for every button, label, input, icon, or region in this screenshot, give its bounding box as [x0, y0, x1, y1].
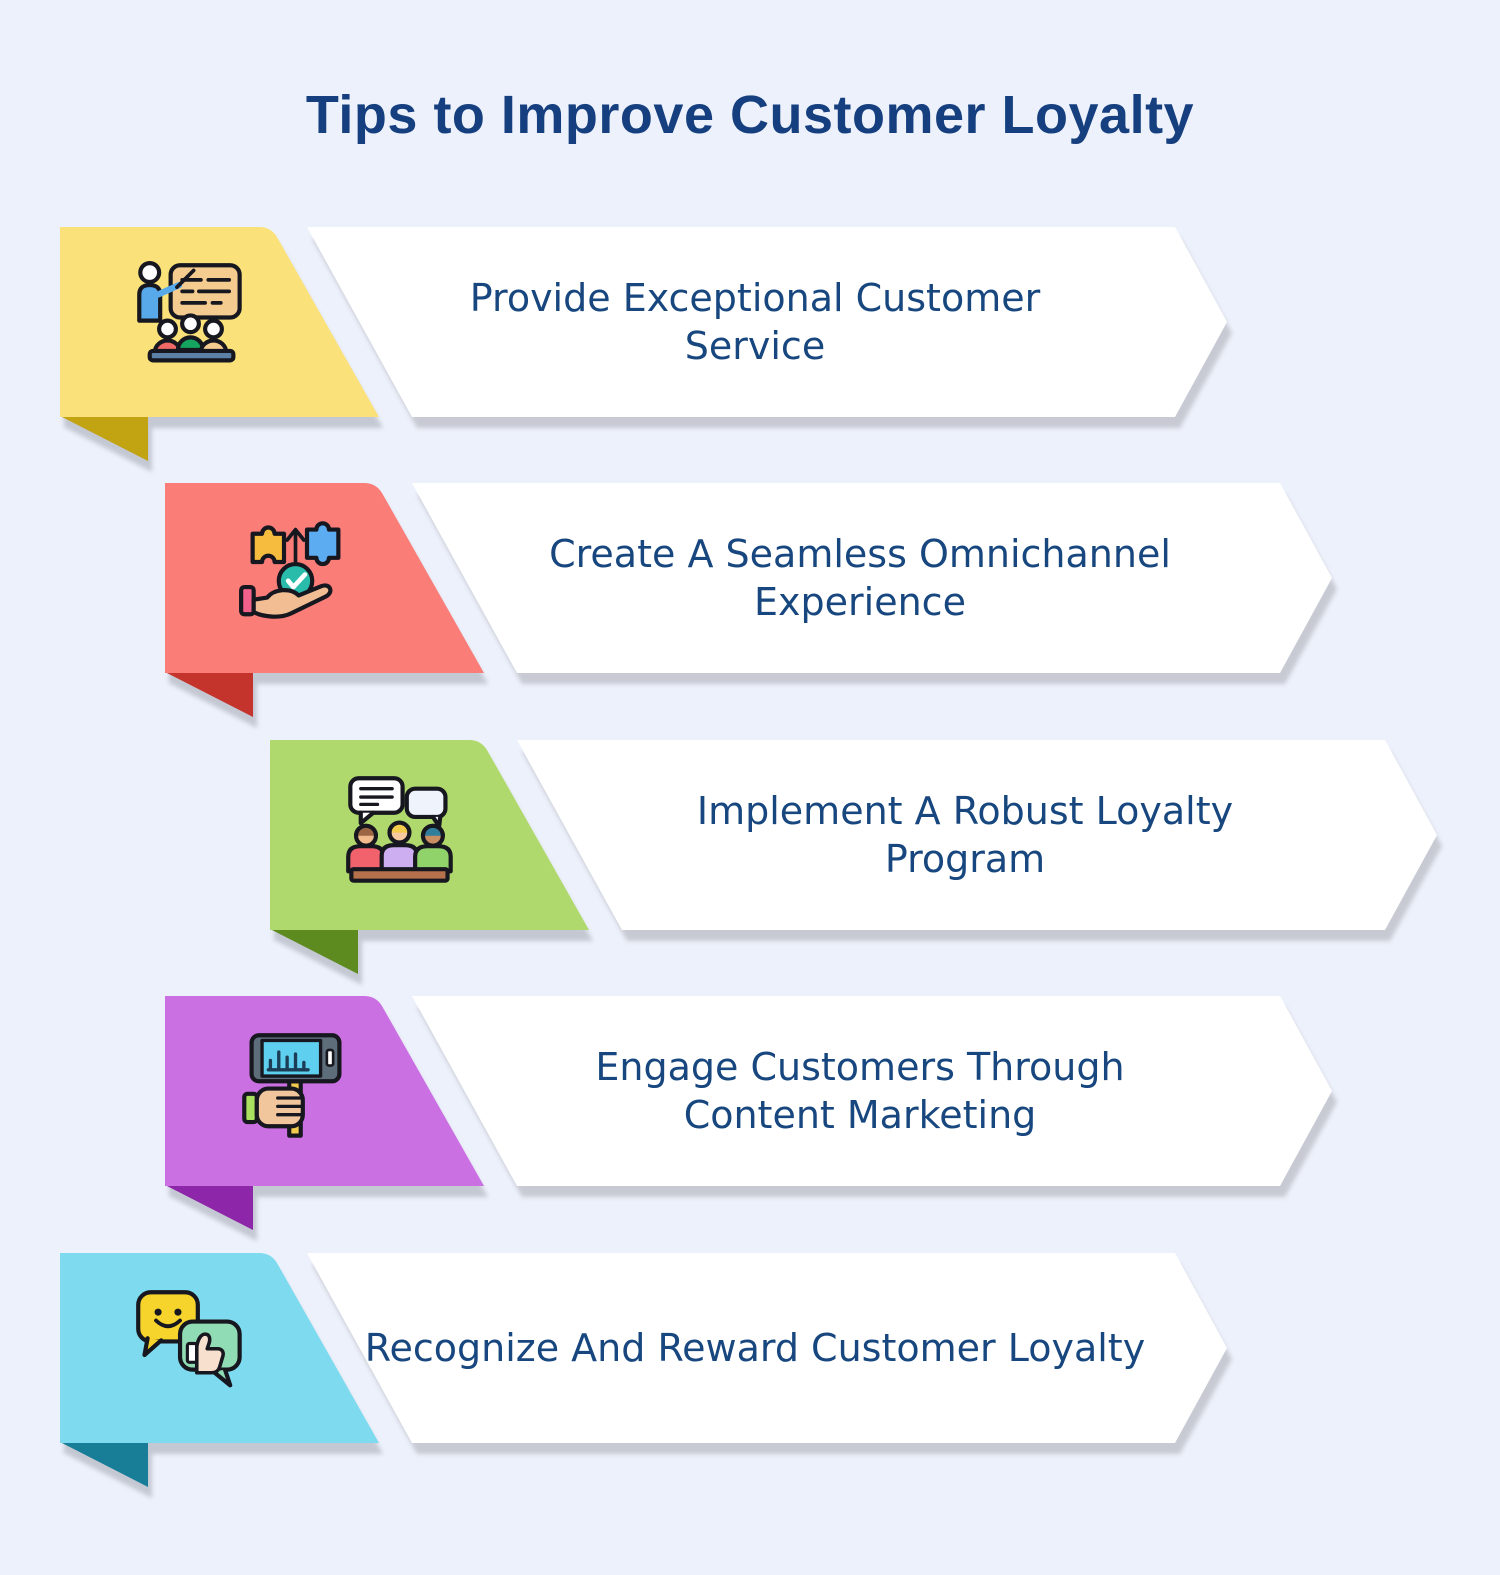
feedback-thumbs-up-icon: [133, 1286, 248, 1401]
tip-line1: Implement A Robust Loyalty: [696, 789, 1234, 833]
solution-hand-icon: [238, 516, 353, 631]
tip-row-3: Implement A Robust Loyalty Program: [270, 740, 1445, 985]
tab-shape: [165, 996, 484, 1186]
tip-line2: Experience: [754, 580, 966, 624]
tip-row-1: Provide Exceptional Customer Service: [60, 227, 1235, 472]
tip-line2: Program: [884, 837, 1046, 881]
fold-shape: [62, 1443, 148, 1487]
fold-shape: [167, 1186, 253, 1230]
tip-text: Engage Customers Through Content Marketi…: [465, 996, 1255, 1186]
banner-arrow: [412, 996, 1332, 1186]
team-meeting-icon: [343, 773, 458, 888]
presentation-training-icon: [133, 260, 248, 375]
fold-shape: [167, 673, 253, 717]
tip-row-4: Engage Customers Through Content Marketi…: [165, 996, 1340, 1241]
tip-line2: Content Marketing: [683, 1093, 1037, 1137]
tab-shape: [165, 483, 484, 673]
tip-text: Create A Seamless Omnichannel Experience: [465, 483, 1255, 673]
banner-arrow: [307, 227, 1227, 417]
selfie-video-icon: [238, 1029, 353, 1144]
tip-row-2: Create A Seamless Omnichannel Experience: [165, 483, 1340, 728]
tip-text: Recognize And Reward Customer Loyalty: [315, 1253, 1195, 1443]
page-title: Tips to Improve Customer Loyalty: [305, 85, 1195, 145]
tip-line1: Engage Customers Through: [595, 1045, 1125, 1089]
fold-shape: [62, 417, 148, 461]
tip-line1: Create A Seamless Omnichannel: [549, 532, 1171, 576]
tip-text: Provide Exceptional Customer Service: [360, 227, 1150, 417]
tip-row-5: Recognize And Reward Customer Loyalty: [60, 1253, 1235, 1498]
tip-line1: Recognize And Reward Customer Loyalty: [364, 1326, 1146, 1370]
fold-shape: [272, 930, 358, 974]
tip-line1: Provide Exceptional Customer: [469, 276, 1041, 320]
banner-arrow: [412, 483, 1332, 673]
tip-line2: Service: [684, 324, 826, 368]
banner-arrow: [307, 1253, 1227, 1443]
banner-arrow: [517, 740, 1437, 930]
tip-text: Implement A Robust Loyalty Program: [570, 740, 1360, 930]
